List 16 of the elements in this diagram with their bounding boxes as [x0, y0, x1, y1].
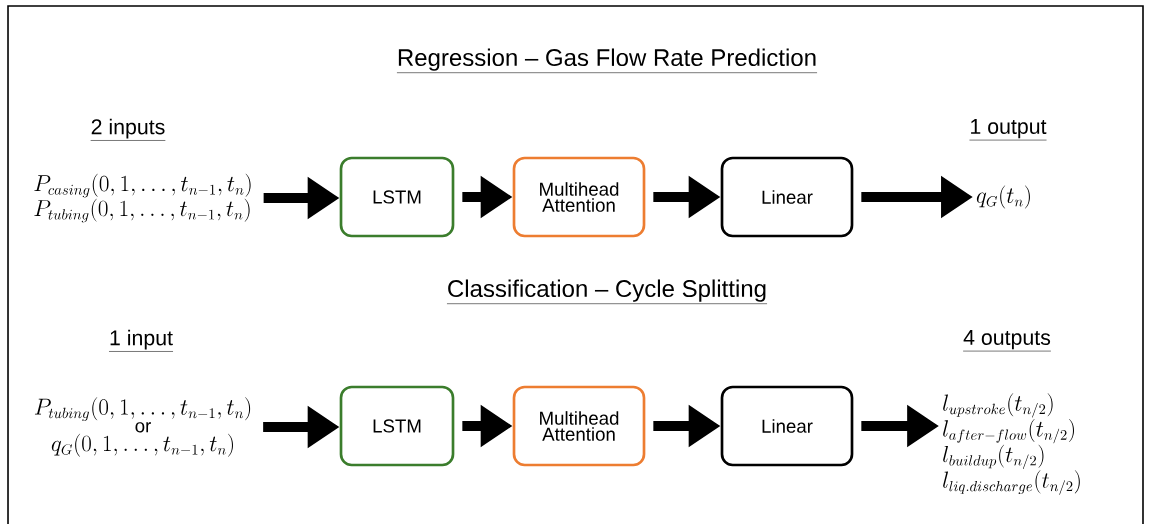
- formula-text: $P_{tubing}(0,1,\ldots,t_{n-1},t_n)$ or $q_G(0,1,\ldots,t_{n-1},t_n)$: [34, 397, 251, 457]
- process-box: Multihead Attention: [512, 156, 646, 238]
- section-heading: Classification – Cycle Splitting: [446, 279, 768, 304]
- column-heading: 4 outputs: [962, 330, 1052, 352]
- formula-text: $l_{upstroke}(t_{n/2})$ $l_{after-flow}(t_{n/2})$ $l_{buildup}(t_{n/2})$ $l_{liq.discharge}(t_{n/2})$: [943, 393, 1080, 495]
- formula-text: $q_G(t_n)$: [976, 185, 1030, 209]
- process-box: LSTM: [339, 385, 455, 467]
- formula-text: $P_{casing}(0,1,\ldots,t_{n-1},t_n)$ $P_{tubing}(0,1,\ldots,t_{n-1},t_n)$: [34, 173, 251, 223]
- process-box: Linear: [720, 156, 854, 238]
- process-box: LSTM: [339, 156, 455, 238]
- column-heading: 1 output: [969, 119, 1047, 141]
- column-heading: 1 input: [108, 329, 174, 352]
- column-heading: 2 inputs: [90, 118, 166, 141]
- process-box: Multihead Attention: [512, 385, 646, 467]
- process-box: Linear: [720, 385, 854, 467]
- section-heading: Regression – Gas Flow Rate Prediction: [396, 48, 818, 73]
